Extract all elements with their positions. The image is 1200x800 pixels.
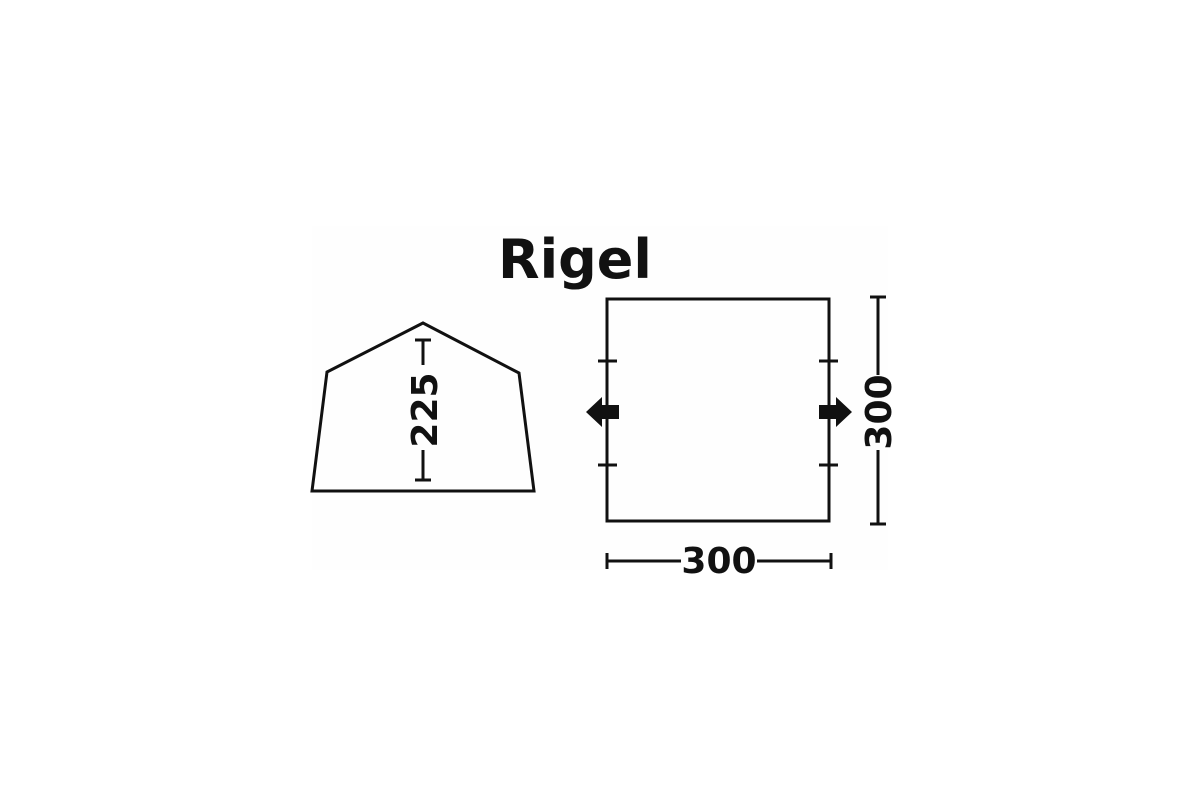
tent-profile-outline [310,321,536,493]
arrow-left-icon [586,397,619,427]
side-view: 225 [310,321,536,493]
height-label: 225 [405,372,446,447]
arrow-right-icon [819,397,852,427]
depth-label: 300 [859,374,900,449]
height-dimension: 225 [405,338,446,482]
floor-plan: 300 300 [586,295,900,582]
width-label: 300 [681,541,756,582]
product-title: Rigel [498,228,652,291]
diagram-panel [312,226,888,570]
width-dimension: 300 [605,541,833,582]
depth-dimension: 300 [859,295,900,526]
